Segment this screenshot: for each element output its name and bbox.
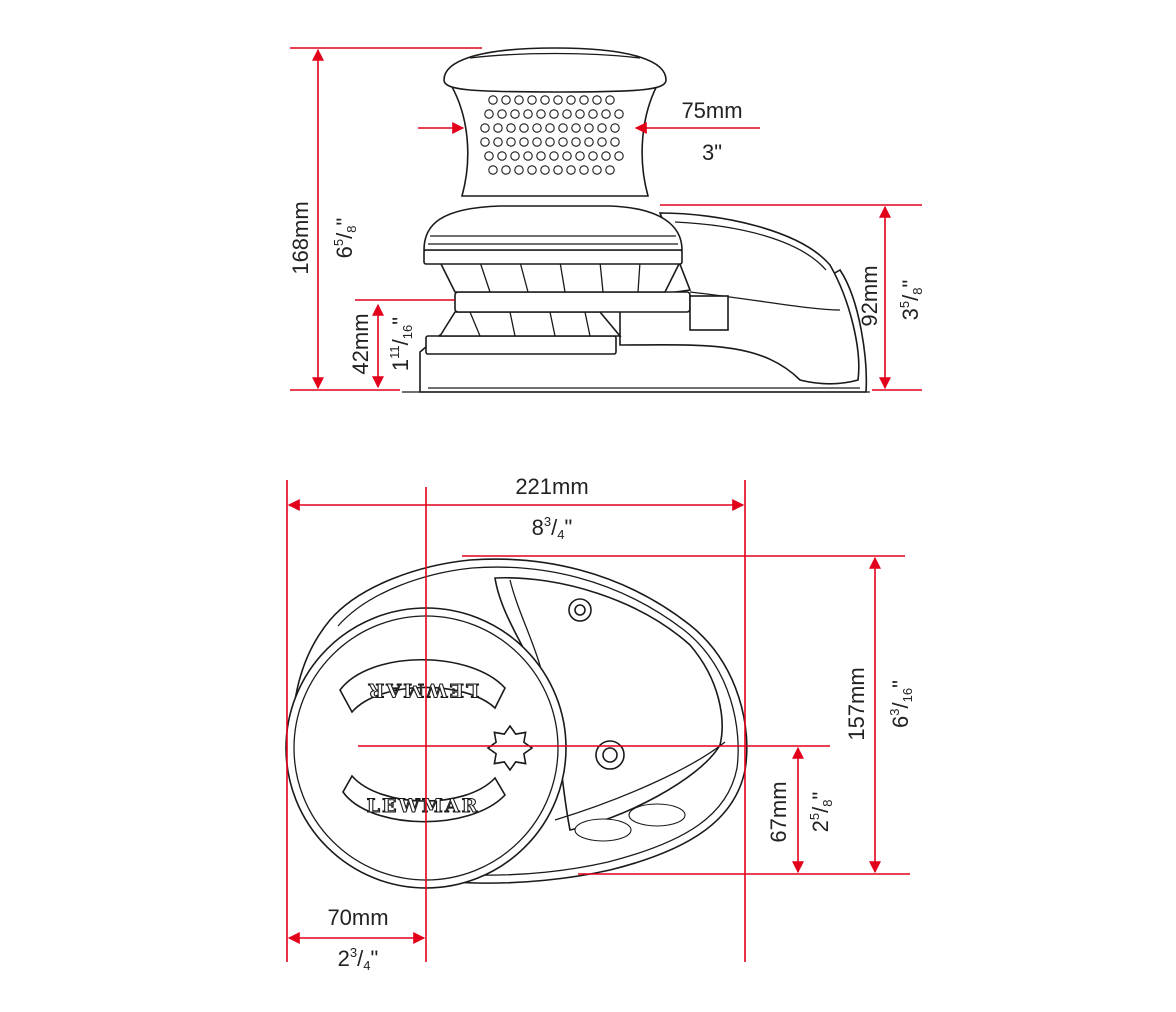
drum-hole [553,165,563,175]
drum-hole [579,95,589,105]
dim-overall-length: 221mm 83/4" [286,474,746,962]
brand-badge-top: LEWMAR [339,659,506,714]
drum-hole [501,165,511,175]
drum-hole [493,123,503,133]
deck-height-imperial: 111/16" [387,317,415,371]
drum-hole [493,137,503,147]
drum-hole [566,95,576,105]
drum-hole [480,123,490,133]
drum-diameter-imperial: 3" [702,140,722,165]
drum-hole [605,165,615,175]
drum-hole [592,165,602,175]
dim-front-to-centre: 70mm 23/4" [287,905,426,973]
centre-offset-imperial: 25/8" [807,792,835,833]
dim-deck-height: 42mm 111/16" [348,299,455,389]
drum-hole [592,95,602,105]
drum-hole [558,137,568,147]
drum-hole [584,137,594,147]
drum-hole [610,123,620,133]
drum-hole [523,151,533,161]
drum-hole [527,95,537,105]
base-height-metric: 92mm [857,265,882,326]
drum-hole [510,151,520,161]
dim-total-height: 168mm 65/8" [288,47,482,391]
drum-hole [566,165,576,175]
brand-badge-bottom: LEWMAR [342,774,506,823]
drum-hole [480,137,490,147]
overall-length-metric: 221mm [515,474,588,499]
total-height-imperial: 65/8" [331,218,359,259]
drum-hole [549,151,559,161]
drum-hole [532,137,542,147]
drum-hole [588,109,598,119]
drum-hole [562,109,572,119]
drum-hole [601,151,611,161]
overall-length-imperial: 83/4" [532,514,573,542]
drum-hole [571,123,581,133]
side-view [402,47,870,393]
drum-hole [545,137,555,147]
drum-hole [484,151,494,161]
drum-hole [558,123,568,133]
drum-hole [597,137,607,147]
drum-hole [519,137,529,147]
drum-hole [523,109,533,119]
drum-hole [584,123,594,133]
centre-offset-metric: 67mm [766,781,791,842]
drum-hole [536,109,546,119]
drum-diameter-metric: 75mm [681,98,742,123]
drum-hole [571,137,581,147]
drum-hole [540,95,550,105]
drum-hole [506,123,516,133]
drum-hole [488,165,498,175]
drum-hole [588,151,598,161]
drum-grip-holes [480,95,624,175]
drum-hole [575,151,585,161]
dim-overall-width: 157mm 63/16" [462,555,915,875]
drum-hole [614,151,624,161]
drum-hole [610,137,620,147]
overall-width-imperial: 63/16" [887,680,915,728]
drum-hole [553,95,563,105]
drum-hole [579,165,589,175]
drum-hole [601,109,611,119]
spline-drive-icon [486,724,534,772]
drum-hole [605,95,615,105]
drum-hole [510,109,520,119]
dim-base-height: 92mm 35/8" [660,204,925,391]
drum-hole [536,151,546,161]
drum-hole [501,95,511,105]
drum-hole [497,109,507,119]
drum-hole [527,165,537,175]
drum-hole [562,151,572,161]
overall-width-metric: 157mm [844,667,869,740]
dim-centre-offset: 67mm 25/8" [766,746,835,874]
drum-hole [549,109,559,119]
drum-hole [514,165,524,175]
drum-hole [540,165,550,175]
brand-top-text: LEWMAR [367,679,480,701]
drum-hole [575,109,585,119]
drum-hole [484,109,494,119]
top-view: LEWMAR LEWMAR [285,558,748,889]
total-height-metric: 168mm [288,201,313,274]
front-to-centre-imperial: 23/4" [338,945,379,973]
drum-hole [532,123,542,133]
dim-drum-diameter: 75mm 3" [418,98,760,165]
drum-hole [545,123,555,133]
deck-height-metric: 42mm [348,313,373,374]
brand-bottom-text: LEWMAR [367,795,480,817]
drum-hole [514,95,524,105]
drum-hole [614,109,624,119]
drum-hole [506,137,516,147]
drum-hole [519,123,529,133]
drum-hole [488,95,498,105]
drum-hole [497,151,507,161]
drum-hole [597,123,607,133]
front-to-centre-metric: 70mm [327,905,388,930]
base-height-imperial: 35/8" [897,280,925,321]
